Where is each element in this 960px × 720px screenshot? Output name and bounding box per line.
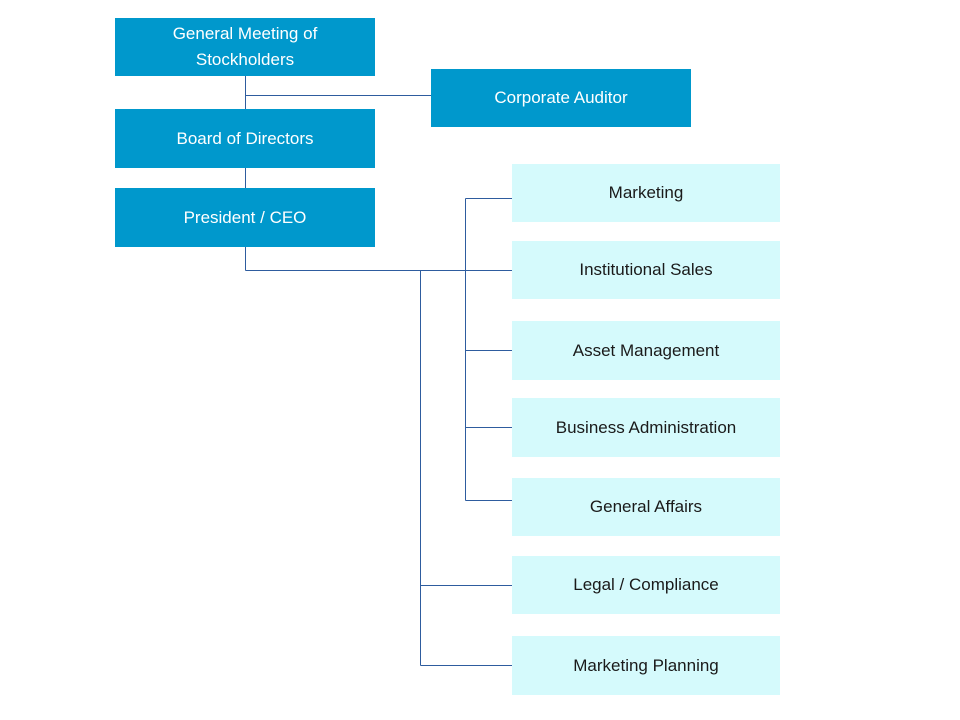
institutional-sales-box: Institutional Sales [512,241,780,299]
asset-management-label: Asset Management [572,340,720,360]
corporate-auditor-box: Corporate Auditor [431,69,691,127]
asset-management-box: Asset Management [512,321,780,380]
business-administration-box: Business Administration [512,398,780,457]
marketing-label: Marketing [608,183,684,202]
president-ceo-box: President / CEO [115,188,375,247]
president-ceo-label: President / CEO [183,207,307,227]
general-affairs-box: General Affairs [512,478,780,536]
board-of-directors-label: Board of Directors [176,128,314,148]
board-of-directors-box: Board of Directors [115,109,375,168]
general-affairs-label: General Affairs [589,497,703,516]
legal-compliance-label: Legal / Compliance [573,575,719,594]
institutional-sales-label: Institutional Sales [579,260,713,279]
marketing-planning-box: Marketing Planning [512,636,780,695]
marketing-box: Marketing [512,164,780,222]
stockholders-label: General Meeting of Stockholders [172,24,318,69]
legal-compliance-box: Legal / Compliance [512,556,780,614]
corporate-auditor-label: Corporate Auditor [494,88,628,107]
business-administration-label: Business Administration [555,417,737,437]
marketing-planning-label: Marketing Planning [573,655,719,675]
stockholders-box: General Meeting of Stockholders [115,18,375,76]
